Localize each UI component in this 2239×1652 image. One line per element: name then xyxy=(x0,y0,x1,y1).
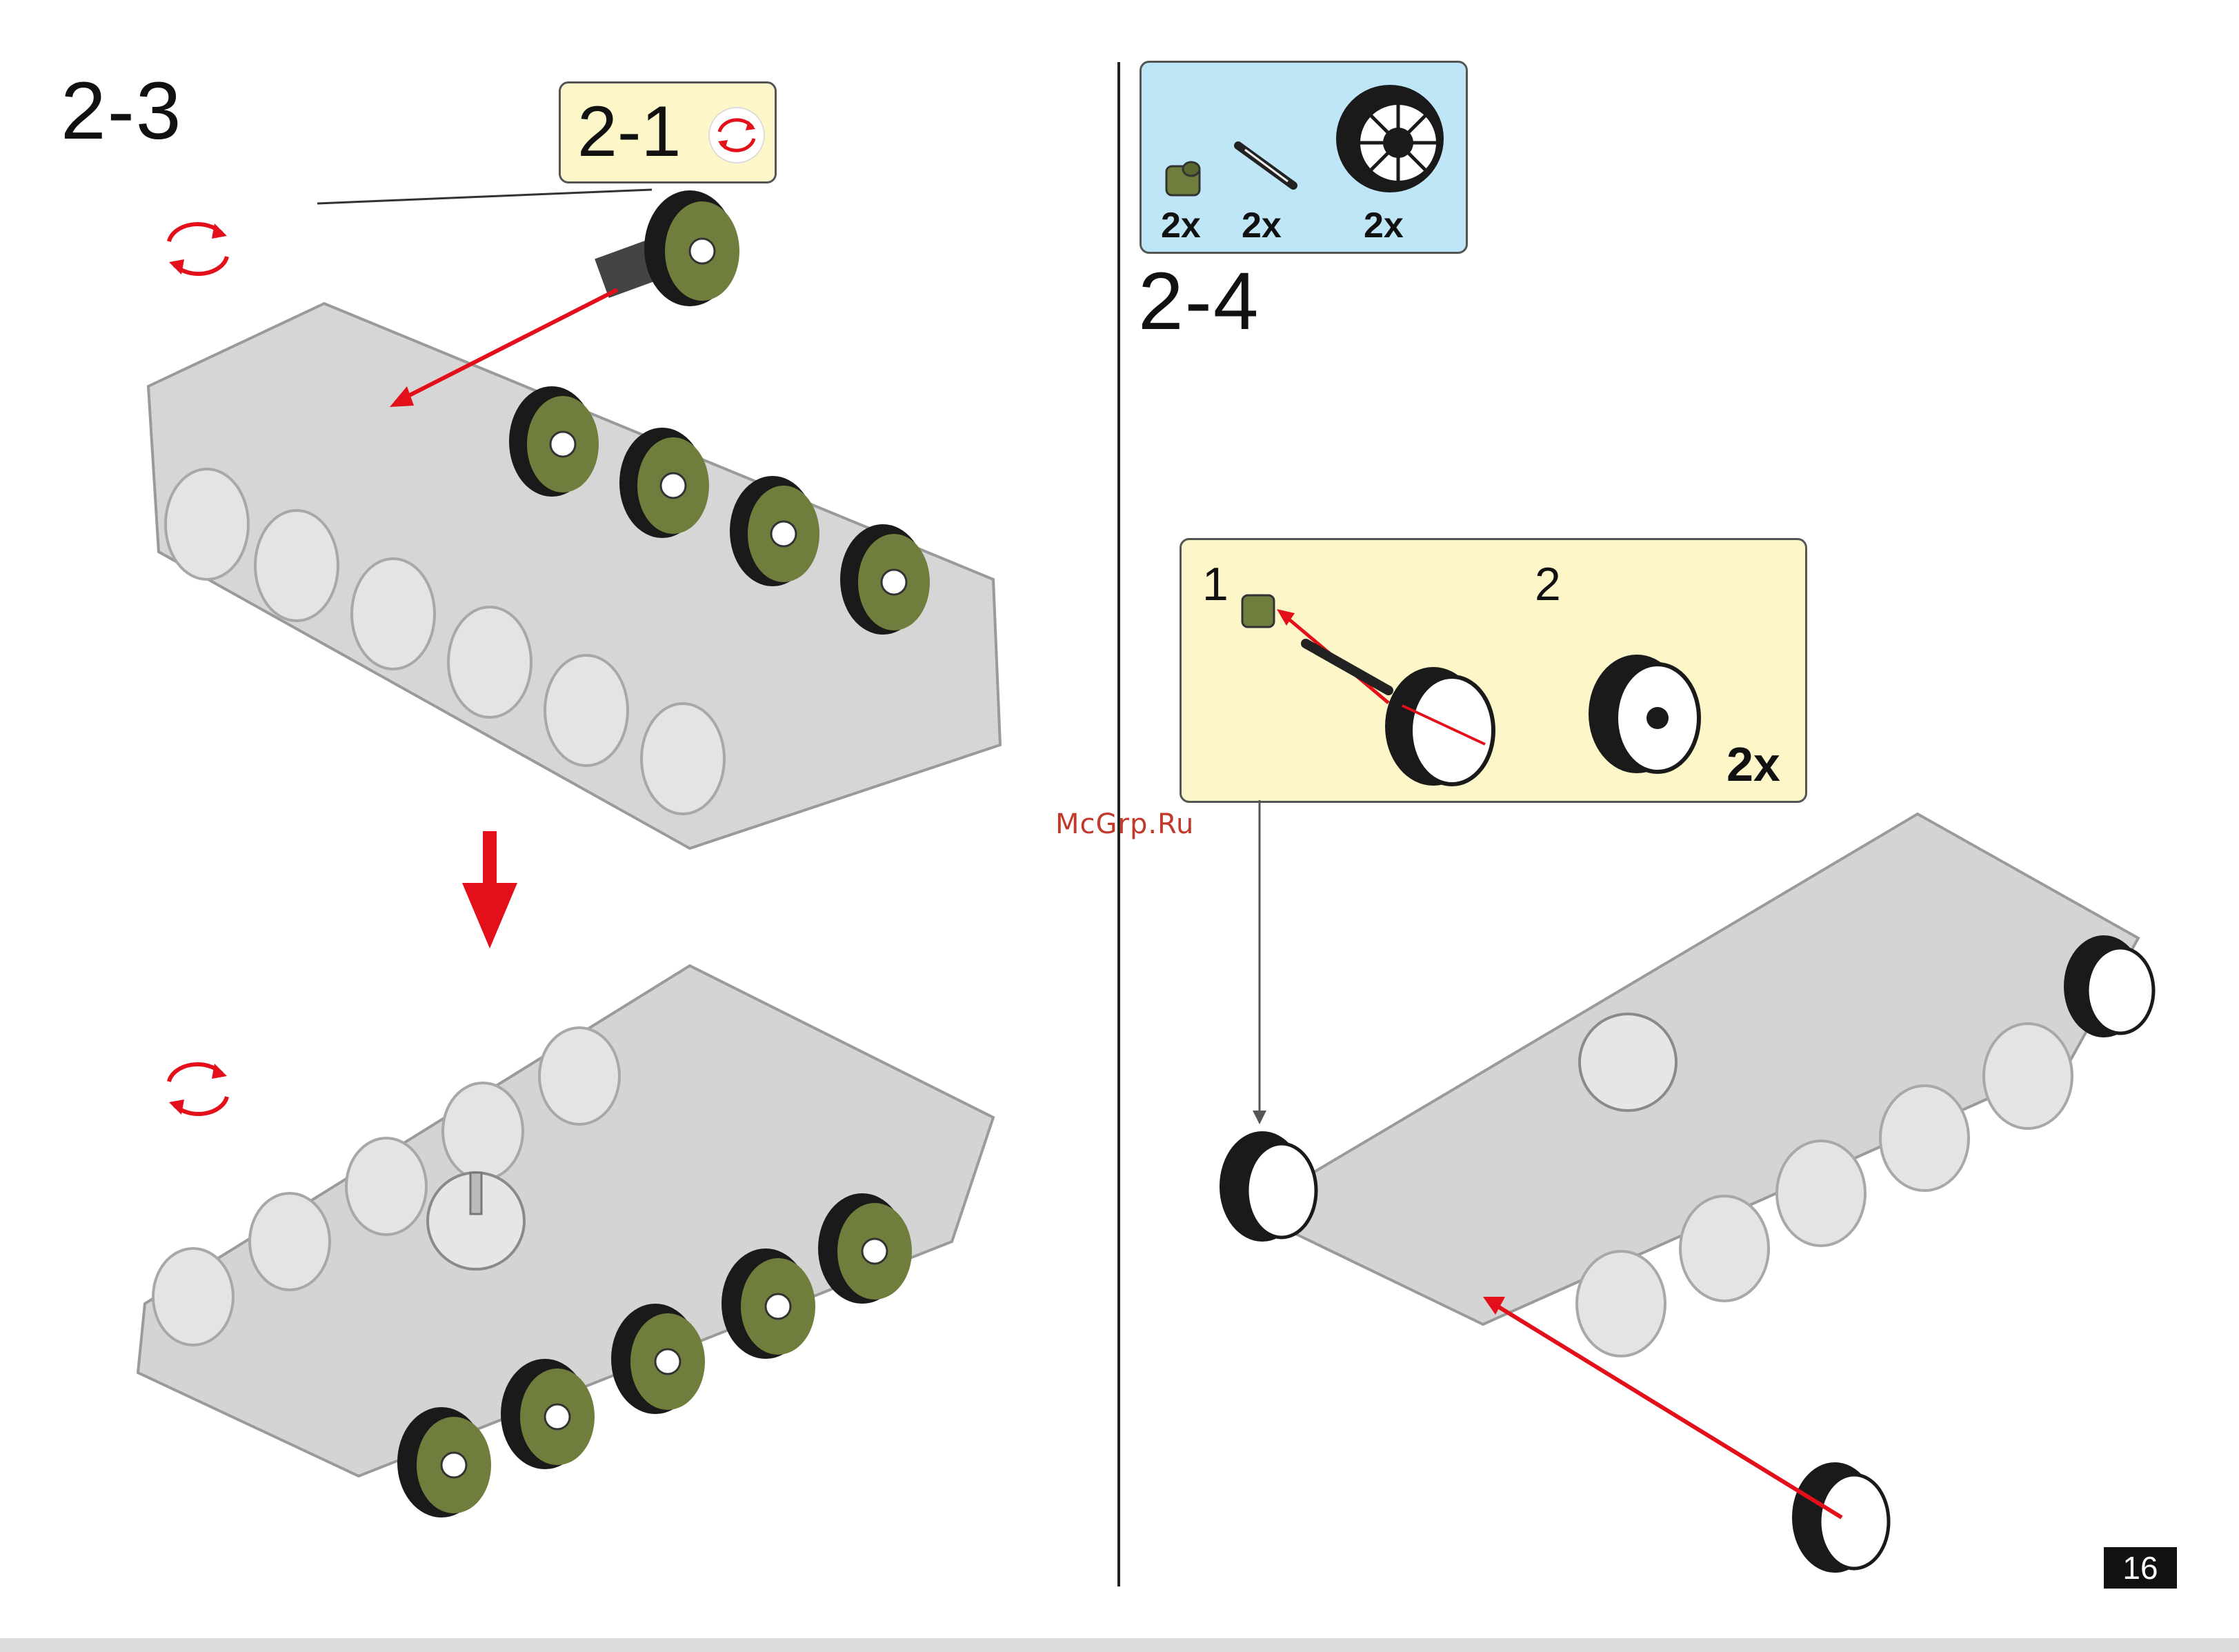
bottom-border xyxy=(0,1638,2239,1652)
watermark: McGrp.Ru xyxy=(1055,808,1194,840)
sprocket-incoming xyxy=(1792,1462,1889,1573)
subassembly-reference-label: 2-1 xyxy=(577,96,681,168)
subassembly-illustration xyxy=(1182,540,1805,801)
sprocket-wheel-icon xyxy=(1336,85,1444,192)
olive-road-wheels-top xyxy=(509,386,930,635)
sprocket-front xyxy=(1220,1131,1316,1242)
parts-qty-axle: 2x xyxy=(1242,208,1282,243)
subassembly-reference-callout: 2-1 xyxy=(559,81,777,183)
parts-list-illustration xyxy=(1142,63,1466,201)
rotate-icon-bottom xyxy=(169,1064,227,1115)
step-title-2-4: 2-4 xyxy=(1138,261,1260,342)
olive-road-wheels-bottom xyxy=(397,1193,912,1517)
subassembly-build-callout: 1 2 2x xyxy=(1180,538,1807,803)
parts-qty-bushing: 2x xyxy=(1161,208,1201,243)
axle-pin-icon xyxy=(1238,146,1293,186)
chassis-top-view-with-wheels xyxy=(138,966,993,1517)
chassis-underside-view xyxy=(148,190,1000,848)
sprocket-wheel-stage2 xyxy=(1589,655,1699,773)
sprocket-wheel-stage1 xyxy=(1385,667,1493,786)
chassis-right-view xyxy=(1220,800,2153,1573)
page-number: 16 xyxy=(2104,1547,2177,1589)
parts-qty-sprocket: 2x xyxy=(1364,208,1404,243)
sprocket-rear-inserted xyxy=(2064,935,2153,1037)
idler-wheel-assembly xyxy=(595,190,739,306)
rotate-icon-top xyxy=(169,223,227,275)
down-arrow-icon xyxy=(462,831,517,948)
step-title-2-3: 2-3 xyxy=(61,70,183,152)
olive-bushing-icon xyxy=(1166,162,1200,195)
parts-list-callout: 2x 2x 2x xyxy=(1140,61,1468,254)
rotate-icon xyxy=(706,104,768,166)
